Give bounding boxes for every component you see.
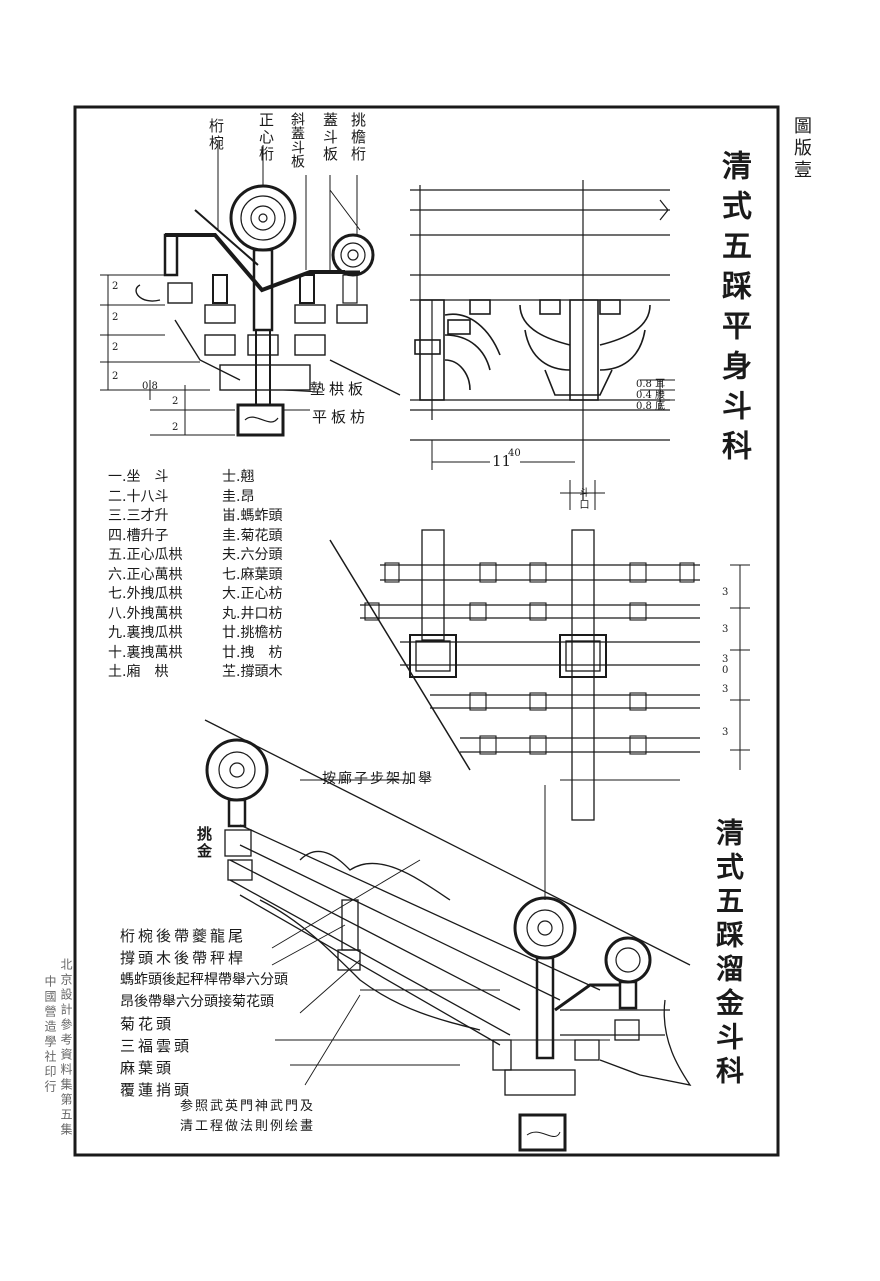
legend-item: 八.外拽萬栱 [108, 605, 183, 622]
dim: 2 [112, 281, 119, 292]
plan-dim: 3 [722, 654, 729, 665]
plan-dim: 0 [722, 665, 729, 676]
legend-item: 廿.拽 枋 [222, 644, 283, 661]
dim: 2 [172, 422, 179, 433]
plan-dim: 3 [722, 684, 729, 695]
dim: 2 [112, 342, 119, 353]
lower-cross-section [204, 719, 692, 1152]
legend-item: 四.槽升子 [108, 527, 169, 544]
lower-label: 螞蚱頭後起秤桿帶舉六分頭 [120, 972, 288, 988]
label-gaidouban: 蓋斗板 [321, 112, 339, 163]
dim: 2 [172, 396, 179, 407]
legend-item: 圭.昂 [222, 488, 255, 505]
slope-label: 按廊子步架加舉 [322, 771, 434, 787]
margin-note-2: 中國營造學社印行 [43, 975, 57, 1095]
page-border [73, 105, 780, 1157]
dim-spacing: 11 [492, 452, 512, 470]
margin-note-1: 北京設計參考資料集第五集 [59, 958, 73, 1138]
label-xiegaidouban: 斜蓋斗板 [289, 112, 305, 168]
legend-item: 大.正心枋 [222, 586, 283, 602]
dim-yao: 0.4 腰 [636, 390, 666, 401]
tiaojin-label: 挑金 [195, 826, 213, 860]
legend-left: 一.坐 斗 二.十八斗 三.三才升 四.槽升子 五.正心瓜栱 六.正心萬栱 七.… [108, 468, 182, 683]
label-pingbanfang: 平板枋 [312, 408, 370, 426]
lower-label: 菊花頭 [120, 1015, 175, 1033]
lower-label: 撐頭木後帶秤桿 [120, 949, 247, 967]
dim-doukou: 斗口 [577, 487, 588, 511]
legend-item: 士.翹 [222, 469, 255, 485]
upper-title: 清式五踩平身斗科 [716, 150, 751, 470]
lower-title: 清式五踩溜金斗科 [712, 818, 745, 1090]
legend-item: 圭.菊花頭 [222, 527, 283, 544]
lower-label: 覆蓮捎頭 [120, 1081, 193, 1099]
plan-dim: 3 [722, 727, 729, 738]
dim-er: 0.8 耳 [636, 379, 666, 390]
label-tiaoyanheng: 挑檐桁 [349, 112, 367, 163]
label-dianggongban: 墊栱板 [310, 380, 368, 398]
dim-spacing-sup: 40 [508, 448, 521, 459]
legend-item: 七.外拽瓜栱 [108, 586, 183, 602]
upper-cross-section [100, 140, 401, 437]
plan-view [329, 529, 750, 821]
legend-item: 廿.挑檐枋 [222, 625, 283, 641]
legend-item: 九.裏拽瓜栱 [108, 625, 183, 641]
label-hengwan: 桁椀 [207, 118, 225, 152]
plan-dim: 3 [722, 624, 729, 635]
legend-item: 一.坐 斗 [108, 469, 169, 485]
reference-line-2: 清工程做法則例绘畫 [180, 1119, 316, 1134]
dim-di: 0.8 底 [636, 401, 666, 412]
legend-item: 五.正心瓜栱 [108, 547, 183, 563]
plate-label: 圖版壹 [791, 116, 812, 182]
legend-item: 七.麻葉頭 [222, 566, 283, 583]
lower-label: 桁椀後帶夔龍尾 [120, 927, 247, 945]
dim: 0.8 [142, 381, 158, 392]
legend-item: 土.廂 栱 [108, 664, 169, 680]
label-zhengxinheng: 正心桁 [257, 112, 275, 163]
lower-label: 昂後帶舉六分頭接菊花頭 [120, 994, 274, 1010]
dim: 2 [112, 312, 119, 323]
reference-line-1: 参照武英門神武門及 [180, 1099, 316, 1114]
legend-item: 丸.井口枋 [222, 605, 283, 622]
legend-item: 峀.螞蚱頭 [222, 508, 283, 524]
legend-item: 六.正心萬栱 [108, 566, 183, 583]
legend-item: 夫.六分頭 [222, 547, 283, 563]
lower-label: 麻葉頭 [120, 1059, 175, 1077]
legend-item: 三.三才升 [108, 508, 169, 524]
legend-item: 芏.撐頭木 [222, 664, 283, 680]
legend-item: 二.十八斗 [108, 488, 169, 505]
plan-dim: 3 [722, 587, 729, 598]
upper-elevation [410, 180, 675, 510]
dim: 2 [112, 371, 119, 382]
legend-right: 士.翹 圭.昂 峀.螞蚱頭 圭.菊花頭 夫.六分頭 七.麻葉頭 大.正心枋 丸.… [222, 468, 282, 683]
lower-label: 三福雲頭 [120, 1037, 193, 1055]
legend-item: 十.裏拽萬栱 [108, 644, 183, 661]
